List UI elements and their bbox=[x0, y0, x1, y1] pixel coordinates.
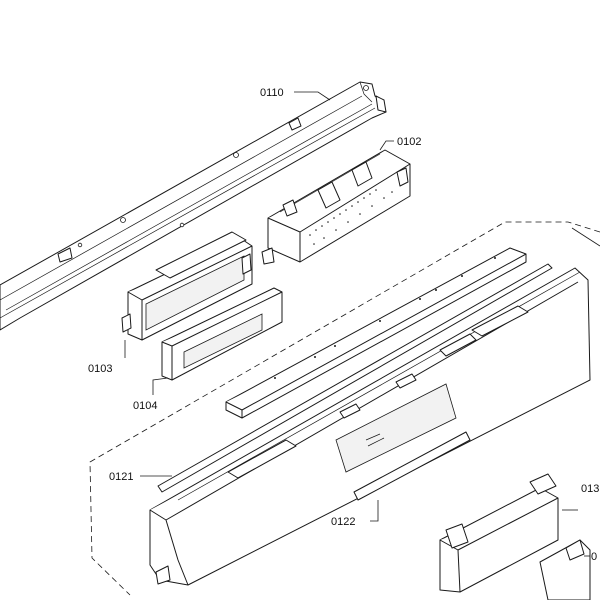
label-0103: 0103 bbox=[88, 363, 112, 375]
assembly-boundary bbox=[89, 221, 600, 596]
leader-lines bbox=[124, 91, 590, 557]
part-013x-lower-component bbox=[439, 473, 559, 593]
part-0121-rod bbox=[157, 263, 553, 493]
part-0x-bracket bbox=[539, 539, 591, 600]
label-0102: 0102 bbox=[397, 136, 421, 148]
part-0103-display-module bbox=[121, 231, 253, 341]
part-0102-control-module bbox=[261, 149, 411, 265]
label-0x: 0 bbox=[591, 551, 597, 563]
part-upper-panel bbox=[225, 247, 527, 419]
label-013x: 013 bbox=[581, 483, 599, 495]
label-0104: 0104 bbox=[133, 400, 157, 412]
part-main-front-panel bbox=[149, 267, 591, 586]
label-0122: 0122 bbox=[331, 516, 355, 528]
label-0121: 0121 bbox=[109, 471, 133, 483]
part-0110-rail bbox=[0, 81, 387, 331]
part-0104-display-cover bbox=[161, 287, 283, 381]
label-0110: 0110 bbox=[260, 87, 284, 99]
part-0122-strip bbox=[353, 431, 471, 501]
